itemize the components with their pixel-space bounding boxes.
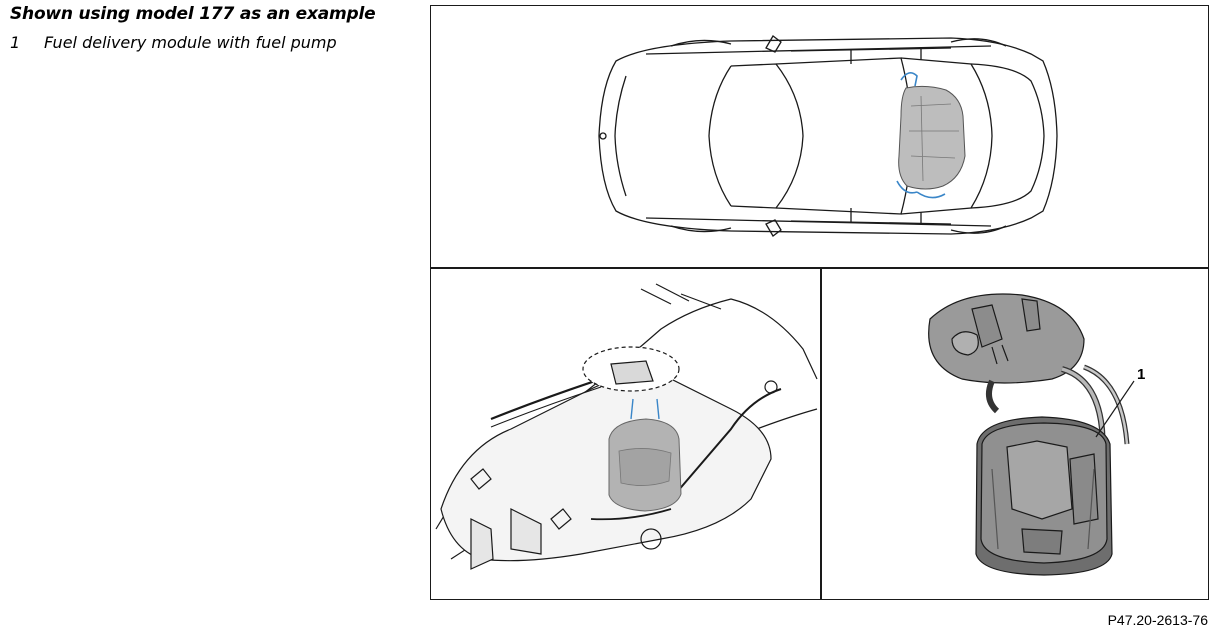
fuel-tank-highlight [896,72,966,199]
panel-divider-horizontal [431,267,1208,269]
callout-leader-1 [1095,380,1135,438]
vehicle-mirror-left [765,35,782,53]
vehicle-body-outline [598,37,1058,235]
flange-disc [928,293,1085,384]
fuel-delivery-module [608,398,682,512]
legend-item-1: 1 Fuel delivery module with fuel pump [10,33,337,52]
vehicle-mirror-right [765,219,782,237]
fuel-tank-installation-view [431,269,819,599]
pump-reservoir [975,416,1113,576]
illustration-figure: 1 [430,5,1209,600]
caption: Shown using model 177 as an example [10,4,376,24]
callout-label-1: 1 [1137,366,1146,383]
vehicle-top-view [431,6,1207,266]
legend-text: Fuel delivery module with fuel pump [44,33,337,52]
fuel-delivery-module-detail: 1 [822,269,1207,599]
legend-number: 1 [10,33,21,52]
panel-divider-vertical [820,267,822,599]
vehicle-roof [775,57,913,215]
figure-reference: P47.20-2613-76 [1107,612,1208,628]
vehicle-windshield [708,65,732,207]
